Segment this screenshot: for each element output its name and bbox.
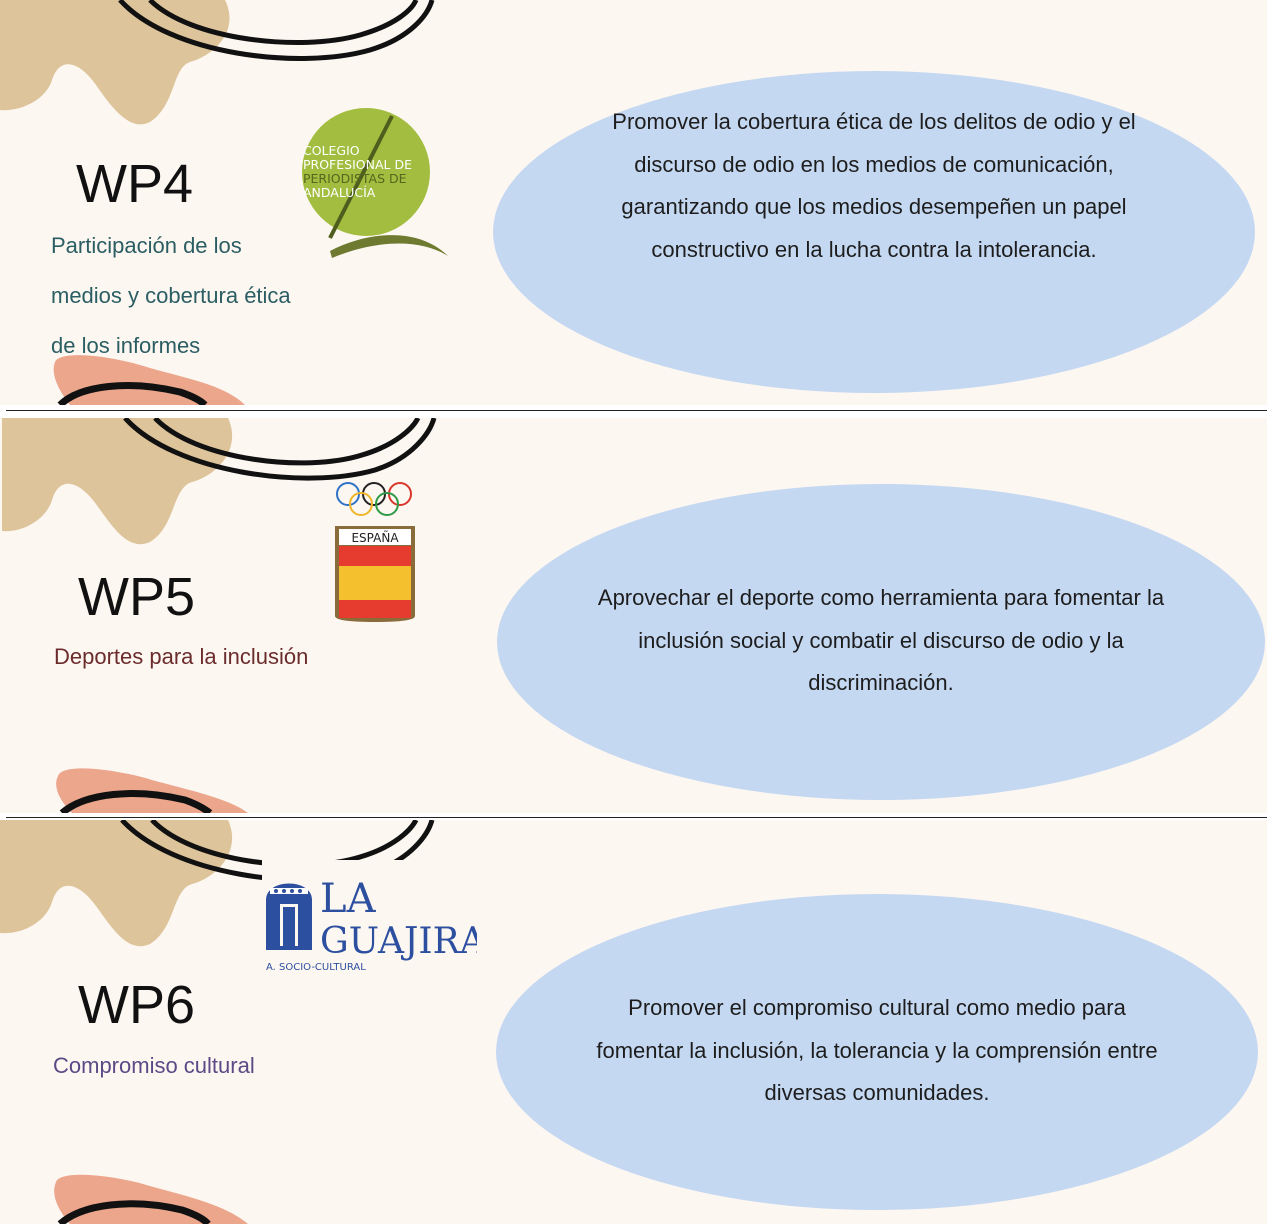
salmon-blob-shape: [53, 355, 245, 405]
salmon-blob-shape: [56, 768, 248, 813]
black-arc-shape: [118, 0, 435, 61]
wp-description: Promover la cobertura ética de los delit…: [612, 109, 1136, 262]
black-arc-shape: [153, 418, 421, 466]
wp-subtitle: Deportes para la inclusión: [54, 644, 309, 669]
black-arc-shape: [57, 382, 208, 405]
beige-blob-shape: [2, 418, 233, 545]
wp-description: Aprovechar el deporte como herramienta p…: [597, 585, 1165, 696]
svg-text:LA: LA: [320, 876, 377, 922]
beige-blob-shape: [0, 0, 230, 125]
svg-text:A. SOCIO-CULTURAL: A. SOCIO-CULTURAL: [266, 962, 366, 973]
wp-subtitle: Participación de los medios y cobertura …: [51, 233, 291, 358]
black-arc-shape: [59, 790, 213, 813]
description-ellipse: Promover la cobertura ética de los delit…: [493, 71, 1255, 393]
black-arc-shape: [148, 0, 419, 45]
decorative-background: [2, 418, 437, 813]
svg-text:PERIODISTAS DE: PERIODISTAS DE: [303, 171, 407, 186]
svg-text:GUAJIRA: GUAJIRA: [320, 921, 477, 962]
svg-text:ESPAÑA: ESPAÑA: [351, 530, 399, 545]
section-divider: [6, 410, 1267, 411]
wp-subtitle: Compromiso cultural: [53, 1053, 255, 1078]
svg-text:PROFESIONAL DE: PROFESIONAL DE: [303, 157, 412, 172]
section-wp4: WP4 Participación de los medios y cobert…: [0, 0, 1267, 405]
wp-description: Promover el compromiso cultural como med…: [596, 995, 1158, 1106]
wp-code: WP4: [76, 154, 194, 214]
olympic-spain-shield-logo: ESPAÑA: [330, 480, 420, 625]
black-arc-shape: [57, 1200, 211, 1224]
wp-code: WP5: [78, 567, 196, 627]
beige-blob-shape: [0, 820, 233, 947]
description-ellipse: Promover el compromiso cultural como med…: [496, 894, 1258, 1210]
description-ellipse: Aprovechar el deporte como herramienta p…: [497, 484, 1265, 800]
section-wp5: WP5 Deportes para la inclusión ESPAÑA Ap…: [0, 418, 1267, 813]
svg-text:COLEGIO: COLEGIO: [303, 143, 360, 158]
decorative-background: [0, 0, 435, 405]
colegio-periodistas-logo: COLEGIO PROFESIONAL DE PERIODISTAS DE AN…: [300, 108, 452, 258]
salmon-blob-shape: [54, 1174, 248, 1224]
wp-code: WP6: [78, 975, 196, 1035]
section-divider: [6, 817, 1267, 818]
svg-text:ANDALUCÍA: ANDALUCÍA: [303, 185, 376, 200]
section-wp6: WP6 Compromiso cultural LA GUAJIRA A. SO…: [0, 820, 1267, 1224]
black-arc-shape: [123, 418, 437, 481]
la-guajira-logo: LA GUAJIRA A. SOCIO-CULTURAL: [262, 860, 487, 975]
